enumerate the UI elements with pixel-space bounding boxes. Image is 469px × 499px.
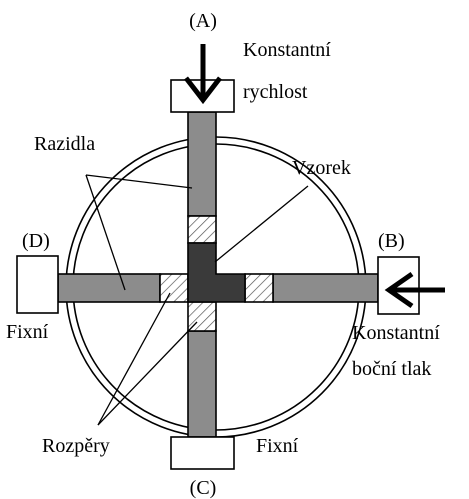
left-block xyxy=(16,255,59,314)
label-d: (D) xyxy=(22,230,50,252)
label-konstantni-tlak-2: boční tlak xyxy=(352,358,431,380)
label-konstantni-rychlost-2: rychlost xyxy=(243,81,308,103)
label-fixni-left: Fixní xyxy=(6,321,49,343)
label-fixni-bottom: Fixní xyxy=(256,435,299,457)
top-ram xyxy=(187,111,217,217)
leader-lines xyxy=(85,174,309,426)
sample xyxy=(187,242,246,303)
label-a: (A) xyxy=(189,10,217,32)
top-force-arrow-icon xyxy=(184,44,222,105)
spacer-top xyxy=(187,215,217,244)
label-razidla: Razidla xyxy=(34,133,95,155)
label-rozpery: Rozpěry xyxy=(42,435,110,457)
spacer-left xyxy=(159,273,189,303)
label-c: (C) xyxy=(190,477,217,499)
label-konstantni-tlak-1: Konstantní xyxy=(352,322,440,344)
label-konstantni-rychlost-1: Konstantní xyxy=(243,39,331,61)
right-ram xyxy=(272,273,379,303)
bottom-ram xyxy=(187,330,217,438)
bottom-block xyxy=(170,436,235,470)
left-ram xyxy=(57,273,161,303)
right-force-arrow-icon xyxy=(384,271,445,309)
spacer-right xyxy=(244,273,274,303)
label-b: (B) xyxy=(378,230,405,252)
label-vzorek: Vzorek xyxy=(292,157,351,179)
